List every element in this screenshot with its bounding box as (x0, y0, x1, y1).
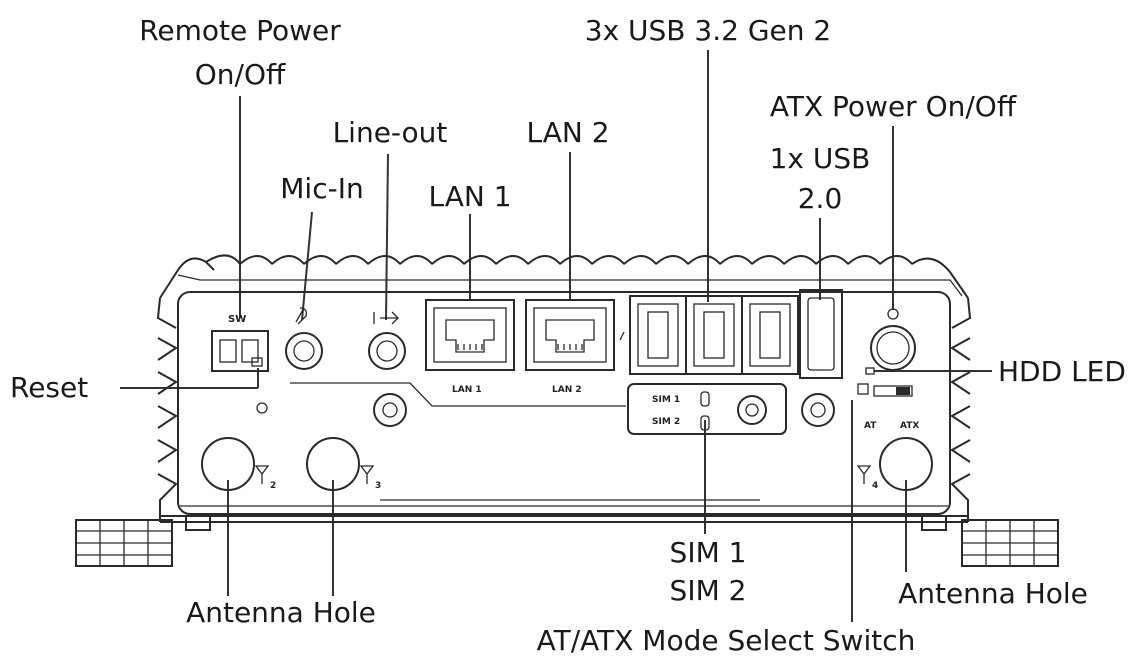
led-icon (251, 357, 263, 367)
lan-port-icon (425, 299, 515, 371)
svg-text:3: 3 (375, 481, 381, 491)
svg-text:4: 4 (872, 481, 878, 491)
label-remote-power-onoff: On/Off (195, 58, 286, 91)
usb20-port (799, 289, 843, 379)
label-antenna-right: Antenna Hole (898, 577, 1088, 610)
mic-in-jack (285, 307, 323, 370)
reset-button (251, 357, 268, 414)
leader-line-out (385, 153, 389, 321)
sw-silkscreen: SW (228, 314, 246, 325)
sim-screw (737, 395, 767, 425)
power-icon (887, 308, 899, 320)
usb32-port-3 (741, 295, 799, 375)
label-sim1: SIM 1 (670, 536, 747, 569)
usb-icon (619, 331, 625, 341)
side-fins-right (950, 297, 972, 522)
sim2-silkscreen: SIM 2 (652, 417, 680, 427)
base-plate (160, 515, 968, 523)
hdd-led (865, 367, 875, 375)
usb32-port-1 (619, 295, 687, 375)
usb32-ports (619, 295, 799, 375)
usb32-port-2 (685, 295, 743, 375)
screw-port-right (801, 393, 835, 427)
antenna-icon (254, 465, 270, 484)
antenna-hole-4: 4 (856, 437, 933, 491)
label-sim2: SIM 2 (670, 574, 747, 607)
label-reset: Reset (10, 371, 88, 404)
heatsink-fins (159, 254, 969, 299)
microphone-icon (295, 307, 308, 325)
label-usb20-version: 2.0 (798, 182, 843, 215)
leader-mic-in (301, 211, 313, 321)
label-lan2: LAN 2 (526, 116, 609, 149)
label-lan1: LAN 1 (428, 180, 511, 213)
line-out-icon (373, 311, 399, 325)
atx-silkscreen: ATX (900, 421, 919, 431)
antenna-icon (359, 465, 375, 484)
label-antenna-left: Antenna Hole (186, 596, 376, 629)
label-atx-power: ATX Power On/Off (770, 90, 1017, 123)
lan2-silkscreen: LAN 2 (552, 385, 582, 395)
label-at-atx-switch: AT/ATX Mode Select Switch (537, 624, 916, 657)
label-usb32: 3x USB 3.2 Gen 2 (585, 14, 831, 47)
lan-port-icon (525, 299, 615, 371)
side-fins-left (156, 297, 178, 522)
antenna-hole-3: 3 (306, 437, 381, 491)
mount-bracket-right (921, 515, 1059, 567)
sim-tray: SIM 1 SIM 2 (627, 383, 787, 435)
label-mic-in: Mic-In (280, 172, 363, 205)
antenna-hole-2: 2 (201, 437, 276, 491)
atx-power-button (870, 308, 916, 371)
lan2-port: LAN 2 (525, 299, 615, 395)
svg-text:2: 2 (270, 481, 276, 491)
leader-lines (120, 50, 992, 622)
heatsink-base-line (177, 274, 963, 297)
screw-port-left (373, 393, 407, 427)
mount-bracket-left (75, 515, 211, 567)
sim1-silkscreen: SIM 1 (652, 395, 680, 405)
at-atx-switch: AT ATX (857, 383, 919, 431)
label-remote-power: Remote Power (139, 14, 341, 47)
led-icon (865, 367, 875, 375)
chassis (75, 254, 1059, 567)
label-line-out: Line-out (333, 116, 448, 149)
sim1-slot (700, 391, 710, 407)
antenna-icon (856, 465, 872, 484)
label-hdd-led: HDD LED (998, 355, 1126, 388)
line-out-jack (368, 311, 406, 370)
label-usb20: 1x USB (770, 142, 871, 175)
panel-divider (290, 382, 626, 407)
sim2-slot (700, 415, 710, 431)
lan1-silkscreen: LAN 1 (452, 385, 482, 395)
lan1-port: LAN 1 (425, 299, 515, 395)
remote-power-connector: SW (211, 314, 269, 372)
at-silkscreen: AT (864, 421, 877, 431)
front-panel (177, 291, 951, 515)
callout-labels: Remote Power On/Off 3x USB 3.2 Gen 2 ATX… (10, 14, 1126, 657)
